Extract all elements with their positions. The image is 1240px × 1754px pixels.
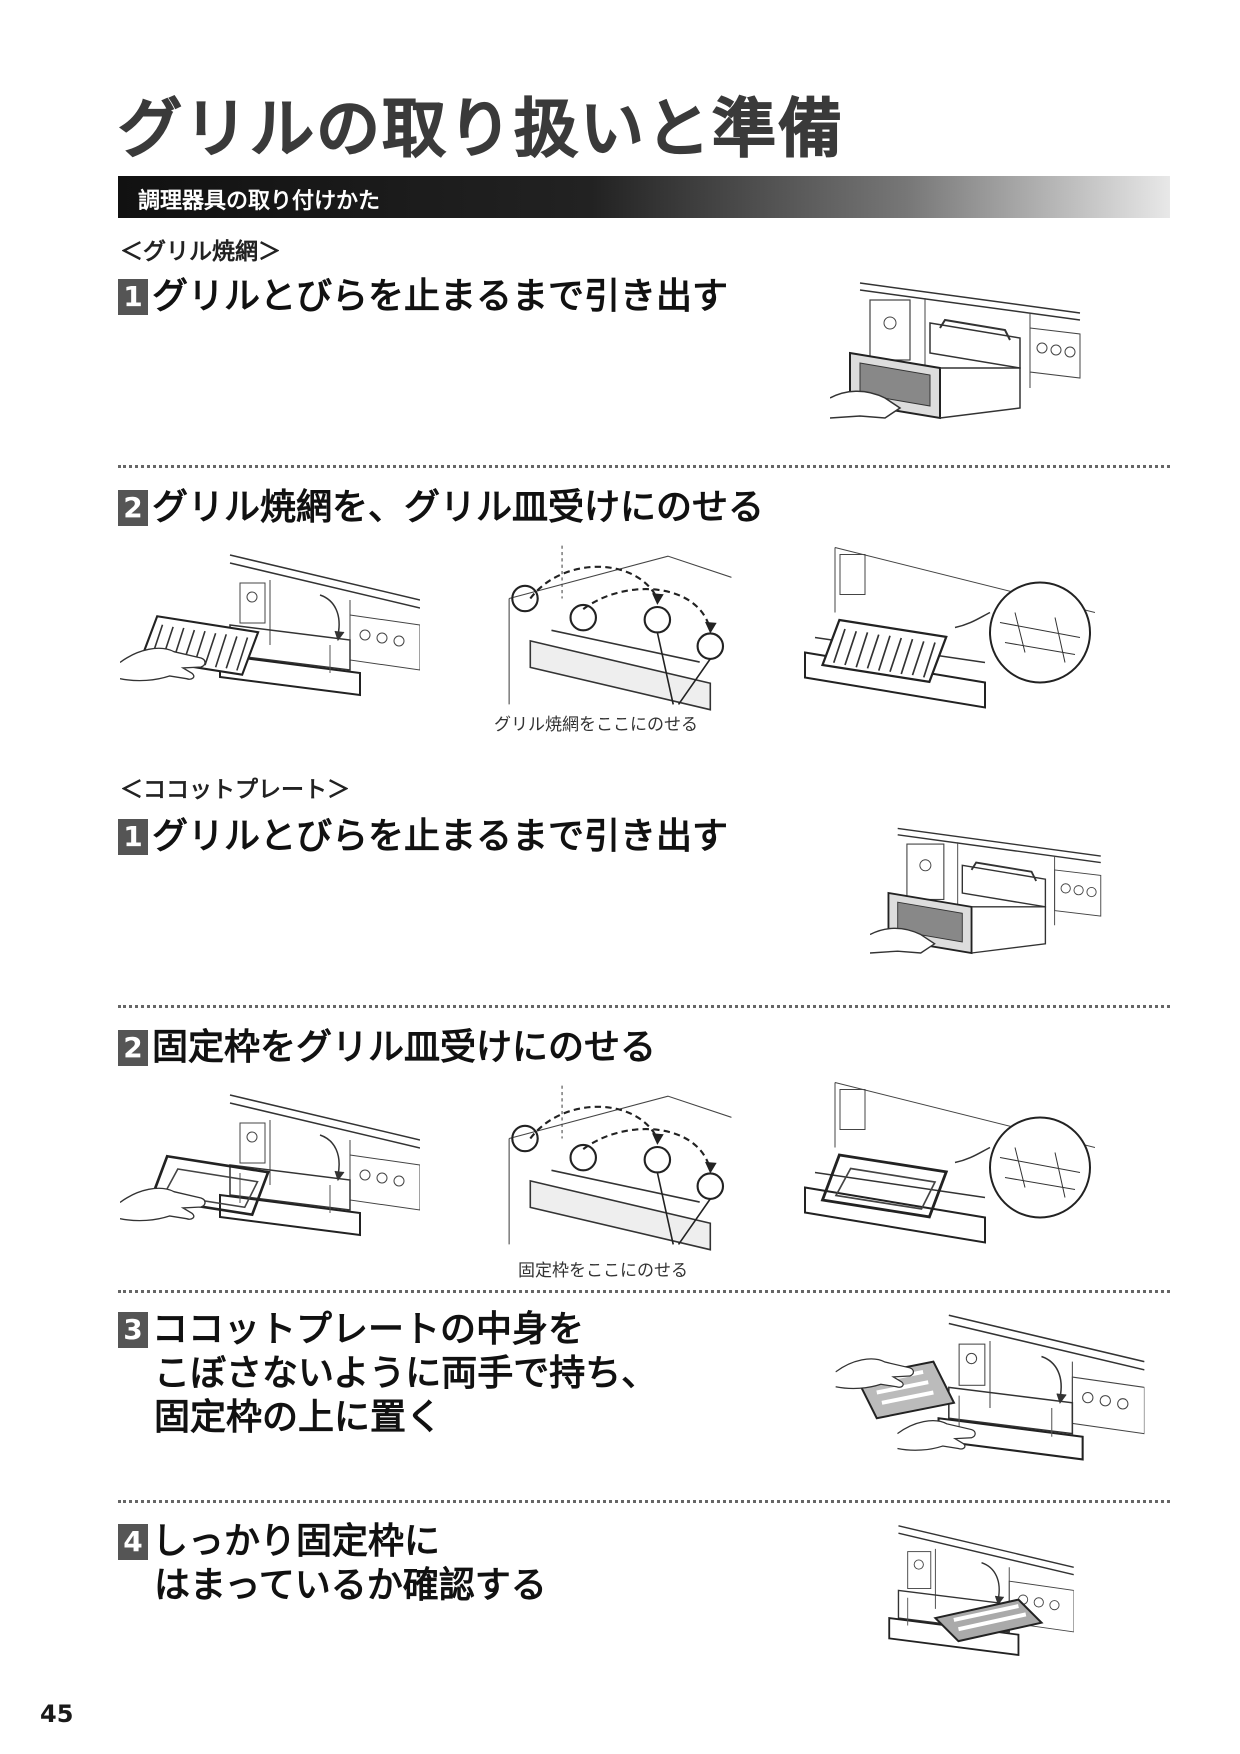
rack-caption: グリル焼網をここにのせる: [494, 715, 698, 735]
divider: [118, 465, 1170, 468]
place-cocotte-plate-illustration: [835, 1305, 1145, 1480]
rack-position-arrows-illustration: [490, 535, 740, 715]
step-number: 1: [118, 279, 148, 315]
divider: [118, 1500, 1170, 1503]
step-number: 4: [118, 1524, 148, 1560]
step-text: グリルとびらを止まるまで引き出す: [152, 276, 729, 317]
divider: [118, 1290, 1170, 1293]
step-text: グリルとびらを止まるまで引き出す: [152, 816, 729, 857]
step-number: 3: [118, 1312, 148, 1348]
section-header-bar: 調理器具の取り付けかた: [118, 176, 1170, 218]
frame-position-arrows-illustration: [490, 1075, 740, 1255]
page-number: 45: [40, 1700, 74, 1728]
step-text: しっかり固定枠に: [152, 1521, 441, 1562]
divider: [118, 1005, 1170, 1008]
drawer-open-illustration-2: [870, 808, 1110, 978]
frame-caption: 固定枠をここにのせる: [518, 1261, 688, 1281]
step-text: 固定枠の上に置く: [154, 1397, 443, 1438]
step-text: 固定枠をグリル皿受けにのせる: [152, 1027, 657, 1068]
cocotte-set-confirm-illustration: [888, 1524, 1074, 1656]
step-text: はまっているか確認する: [154, 1565, 547, 1606]
step-text: ココットプレートの中身を: [152, 1309, 585, 1350]
frame-zoom-illustration: [795, 1075, 1095, 1250]
step-number: 2: [118, 490, 148, 526]
step-text: こぼさないように両手で持ち、: [154, 1353, 658, 1394]
section-label: 調理器具の取り付けかた: [138, 189, 381, 214]
step-text: グリル焼網を、グリル皿受けにのせる: [152, 487, 765, 528]
step-number: 2: [118, 1030, 148, 1066]
step-number: 1: [118, 819, 148, 855]
cocotte-heading: ＜ココットプレート＞: [120, 777, 350, 803]
page-title: グリルの取り扱いと準備: [118, 93, 844, 168]
place-rack-illustration: [120, 545, 420, 715]
rack-zoom-illustration: [795, 540, 1095, 715]
place-frame-illustration: [120, 1085, 420, 1255]
drawer-open-illustration: [830, 268, 1090, 438]
grill-net-heading: ＜グリル焼網＞: [120, 239, 281, 265]
